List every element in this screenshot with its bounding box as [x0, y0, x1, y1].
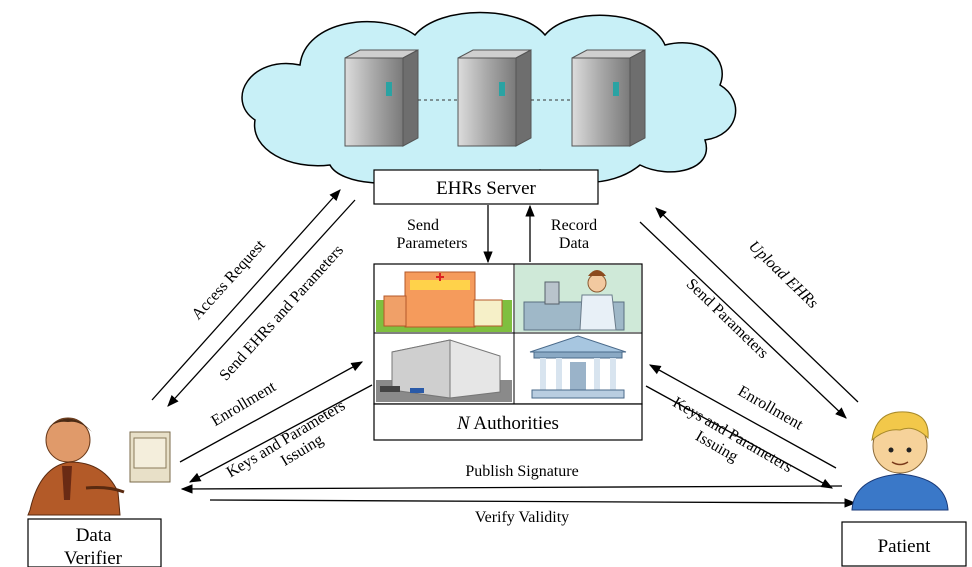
- access-request-arrow: [151, 189, 341, 401]
- send-ehrs-arrow: [167, 199, 356, 407]
- bank-icon: [529, 335, 627, 399]
- n-authorities-box: N Authorities: [373, 403, 643, 441]
- send-parameters-right-label: Send Parameters: [683, 275, 772, 362]
- send-parameters-right-arrow: [639, 221, 847, 419]
- publish-signature-arrow: [180, 484, 843, 494]
- office-building-icon: [376, 339, 512, 402]
- verify-validity-label: Verify Validity: [475, 509, 569, 526]
- verify-validity-arrow: [209, 498, 857, 508]
- enrollment-right-arrow: [648, 364, 837, 469]
- patient-box: Patient: [841, 521, 967, 567]
- record-data-label: Record Data: [551, 217, 601, 252]
- data-verifier-icon: [27, 417, 171, 516]
- publish-signature-label: Publish Signature: [465, 463, 578, 480]
- enrollment-left-arrow: [179, 361, 364, 463]
- authorities-grid: [373, 263, 643, 405]
- n-authorities-label: N Authorities: [456, 413, 559, 434]
- patient-label: Patient: [878, 536, 931, 557]
- lab-researcher-icon: [515, 265, 641, 332]
- upload-ehrs-label: Upload EHRs: [745, 238, 821, 312]
- server-icon: [457, 49, 532, 147]
- enrollment-right-label: Enrollment: [735, 383, 806, 434]
- server-icon: [344, 49, 419, 147]
- enrollment-left-label: Enrollment: [208, 378, 279, 430]
- data-verifier-label: Data Verifier: [64, 525, 123, 567]
- data-verifier-box: Data Verifier: [27, 518, 162, 567]
- keys-left-arrow: [188, 384, 373, 483]
- upload-ehrs-arrow: [655, 207, 859, 403]
- hospital-icon: [376, 271, 512, 332]
- patient-icon: [851, 411, 949, 511]
- keys-right-arrow: [645, 385, 834, 489]
- ehrs-server-box: EHRs Server: [373, 169, 599, 205]
- access-request-label: Access Request: [189, 236, 269, 323]
- ehrs-server-label: EHRs Server: [436, 178, 536, 199]
- send-parameters-label: Send Parameters: [396, 217, 467, 252]
- server-icon: [571, 49, 646, 147]
